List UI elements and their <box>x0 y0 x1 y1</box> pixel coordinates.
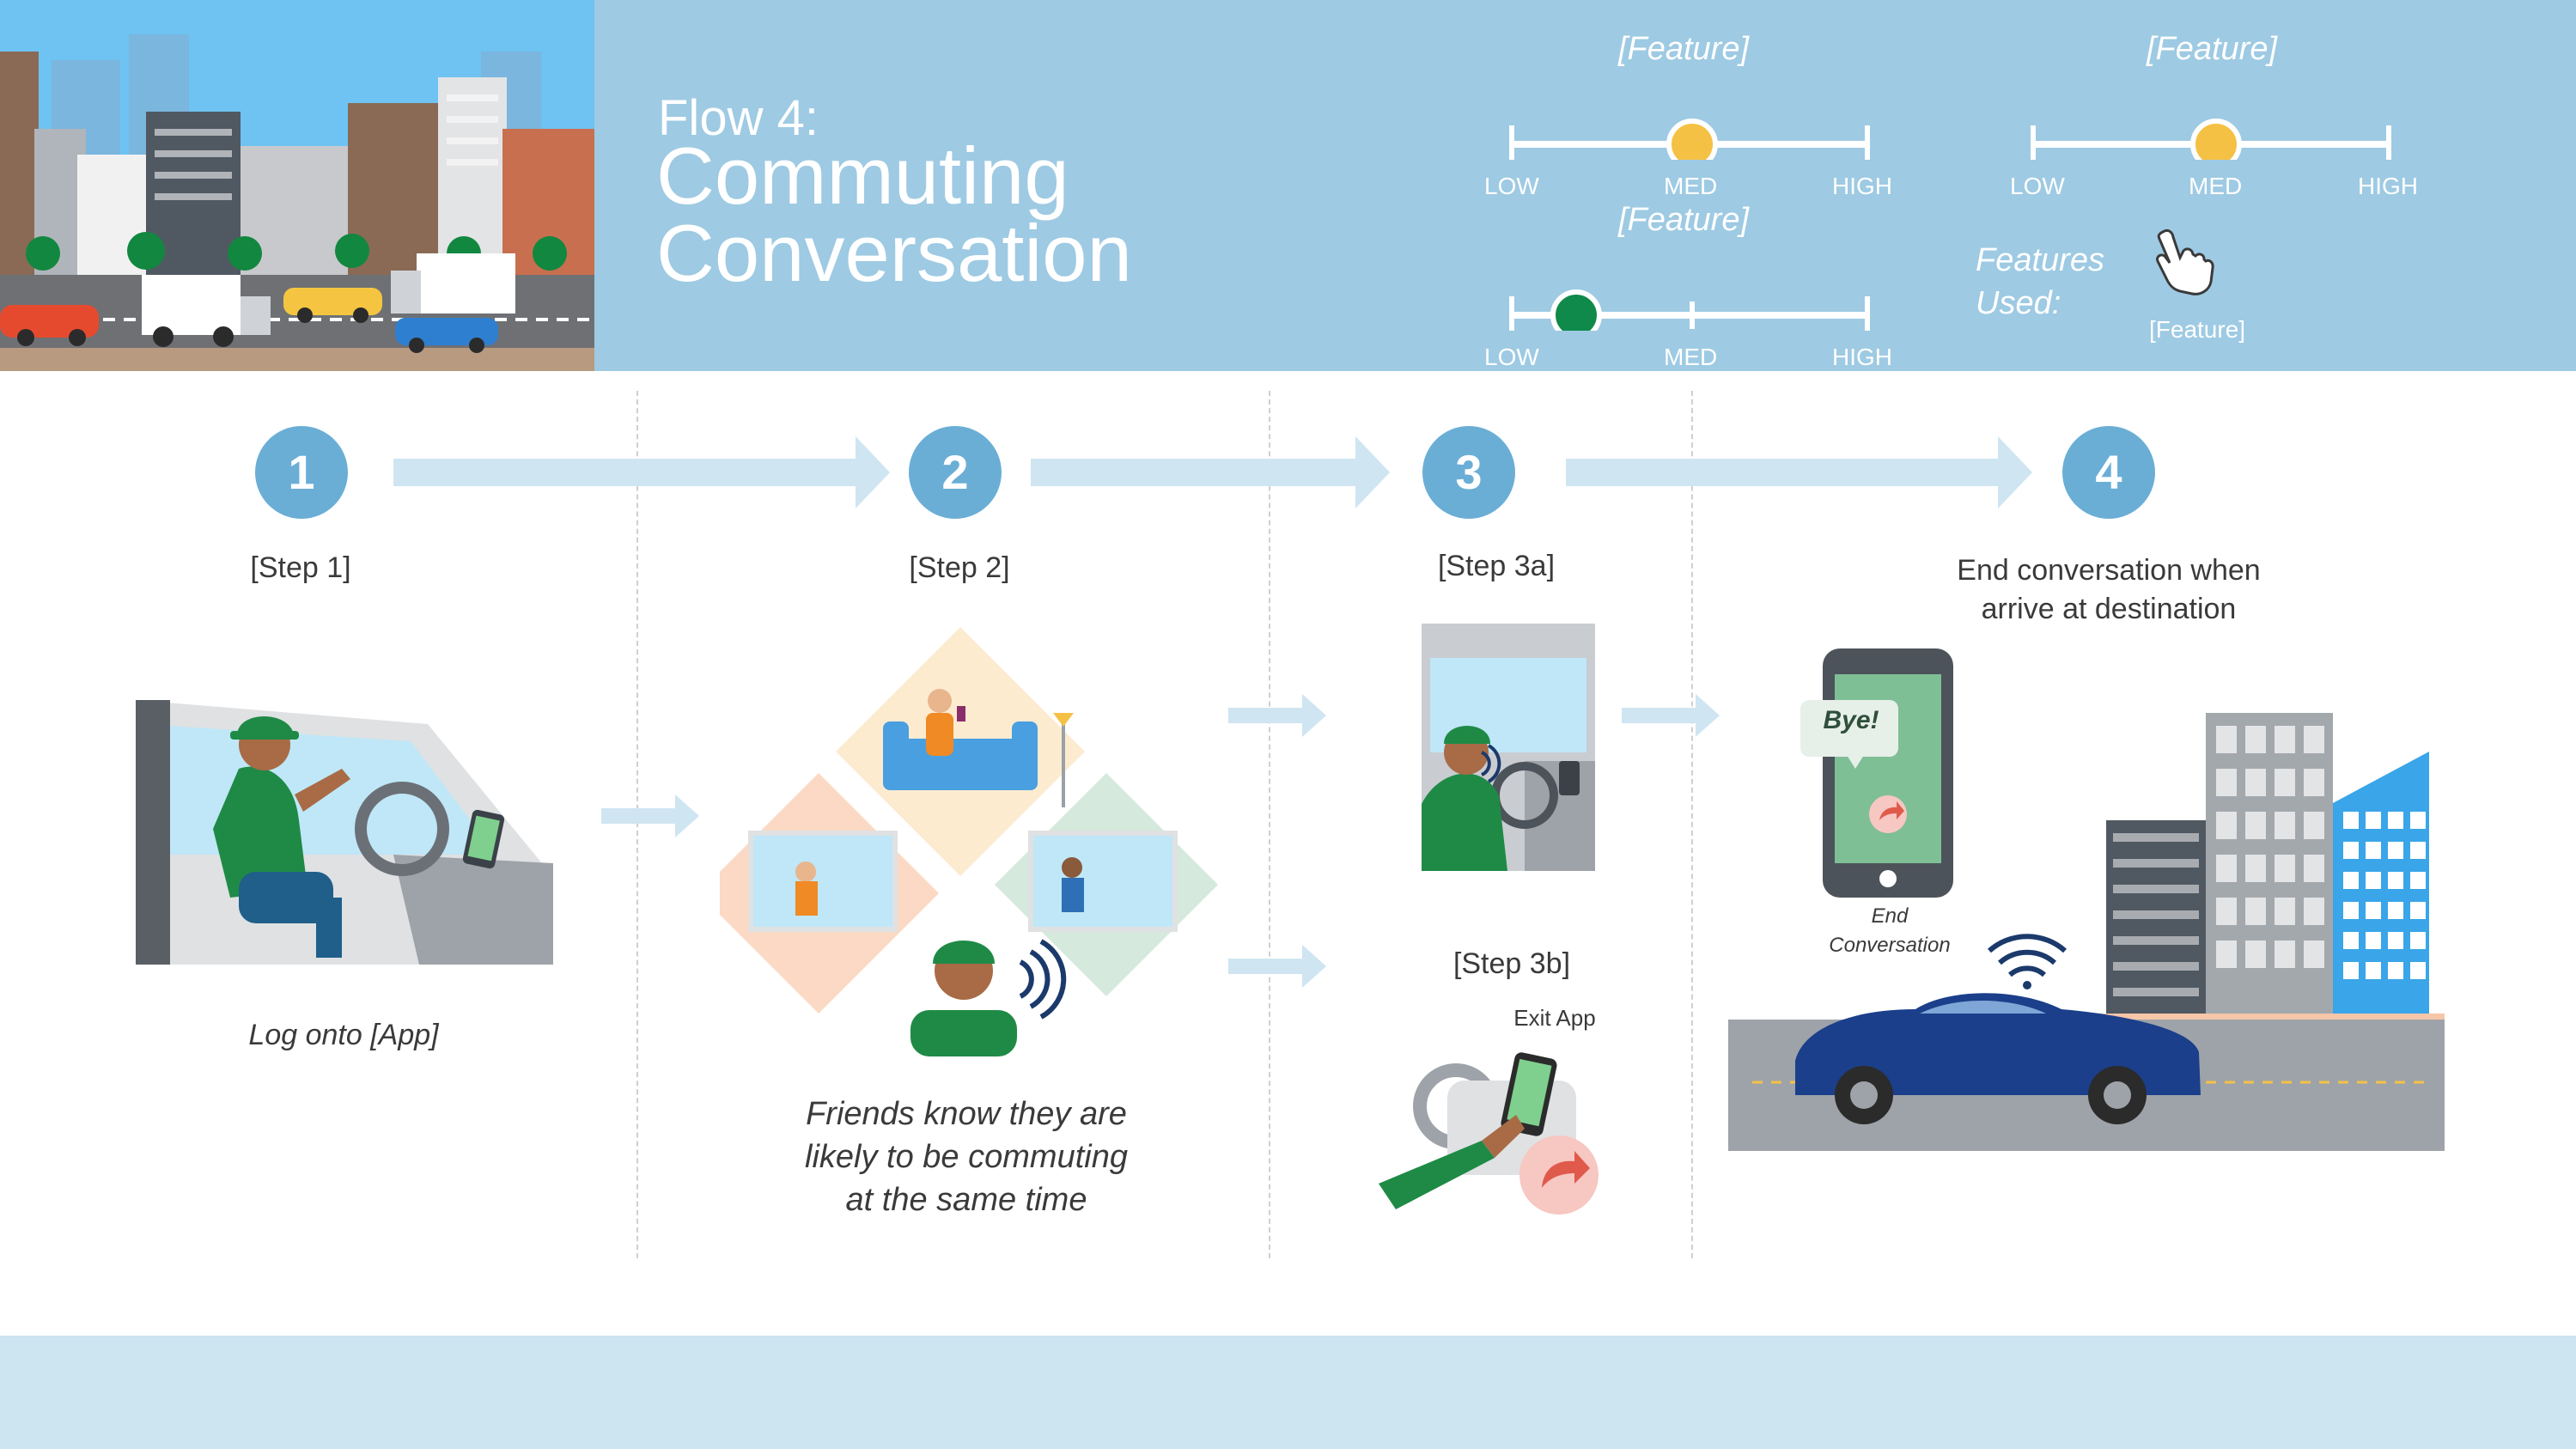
step-2-caption-line-3: at the same time <box>845 1182 1087 1218</box>
step-2-caption: Friends know they are likely to be commu… <box>756 1093 1177 1221</box>
flow-arrow <box>393 436 890 508</box>
step-3b-label: [Step 3b] <box>1452 947 1571 980</box>
bye-bubble-text: Bye! <box>1823 706 1879 734</box>
flow-title: Commuting Conversation <box>656 131 1132 298</box>
slider-feature-label: [Feature] <box>1617 31 1750 67</box>
step-1-label: [Step 1] <box>250 551 351 584</box>
city-street-illustration <box>0 0 594 371</box>
slider-low-label: LOW <box>1484 344 1539 370</box>
slider-med-label: MED <box>1664 344 1718 370</box>
slider-med-label: MED <box>2189 173 2243 199</box>
step-1-caption: Log onto [App] <box>248 1019 439 1051</box>
slider-feature-label: [Feature] <box>2146 31 2278 67</box>
small-flow-arrow <box>1622 694 1720 737</box>
slider-high-label: HIGH <box>1832 344 1892 370</box>
features-used-line-1: Features <box>1976 242 2104 278</box>
header-banner: Flow 4: Commuting Conversation [Feature]… <box>0 0 2576 371</box>
feature-slider-2: [Feature] LOW MED HIGH <box>1971 31 2452 199</box>
step-2-caption-line-1: Friends know they are <box>806 1096 1127 1132</box>
feature-slider-1: [Feature] LOW MED HIGH <box>1443 31 1924 199</box>
arrival-destination-illustration <box>1728 648 2445 1151</box>
flow-arrow <box>1566 436 2032 508</box>
exit-app-label: Exit App <box>1513 1005 1596 1031</box>
end-conversation-line-1: End <box>1871 904 1909 928</box>
slider-track <box>1509 289 1870 331</box>
slider-med-label: MED <box>1664 173 1718 199</box>
column-divider <box>1691 391 1693 1258</box>
slider-high-label: HIGH <box>1832 173 1892 199</box>
column-divider <box>636 391 638 1258</box>
slider-track <box>2031 119 2391 160</box>
end-conversation-line-2: Conversation <box>1829 934 1951 957</box>
footer-band <box>0 1336 2576 1449</box>
step-4-circle: 4 <box>2062 426 2155 519</box>
step-4-label-line-1: End conversation when <box>1957 554 2261 587</box>
step-2-label: [Step 2] <box>909 551 1010 584</box>
features-used-value: [Feature] <box>2149 316 2246 343</box>
slider-low-label: LOW <box>2010 173 2065 199</box>
driver-logging-in-illustration <box>136 700 553 965</box>
step-3-circle: 3 <box>1422 426 1515 519</box>
features-used-line-2: Used: <box>1976 285 2061 321</box>
small-flow-arrow <box>1228 945 1326 988</box>
exit-app-illustration <box>1379 1052 1599 1215</box>
step-2-circle: 2 <box>909 426 1002 519</box>
slider-knob <box>1550 289 1602 331</box>
feature-slider-3: [Feature] LOW MED HIGH <box>1443 202 1924 370</box>
slider-knob <box>2190 119 2242 160</box>
slider-track <box>1509 119 1870 160</box>
column-divider <box>1269 391 1270 1258</box>
flow-arrow <box>1031 436 1390 508</box>
step-4-label: End conversation when arrive at destinat… <box>1894 551 2323 629</box>
slider-knob <box>1666 119 1718 160</box>
step-4-label-line-2: arrive at destination <box>1981 593 2237 625</box>
friends-commuting-illustration <box>720 627 1218 1056</box>
step-1-circle: 1 <box>255 426 348 519</box>
step-2-caption-line-2: likely to be commuting <box>805 1139 1128 1175</box>
slider-feature-label: [Feature] <box>1617 202 1750 238</box>
hand-cursor-icon <box>2156 228 2214 295</box>
small-flow-arrow <box>1228 694 1326 737</box>
features-used-label: Features Used: <box>1976 239 2104 325</box>
slider-high-label: HIGH <box>2358 173 2418 199</box>
driver-talking-illustration <box>1422 624 1595 871</box>
end-conversation-caption: End Conversation <box>1812 902 1967 960</box>
slider-low-label: LOW <box>1484 173 1539 199</box>
step-3a-label: [Step 3a] <box>1437 550 1556 582</box>
flow-number: Flow 4: <box>658 90 819 146</box>
small-flow-arrow <box>601 795 699 837</box>
